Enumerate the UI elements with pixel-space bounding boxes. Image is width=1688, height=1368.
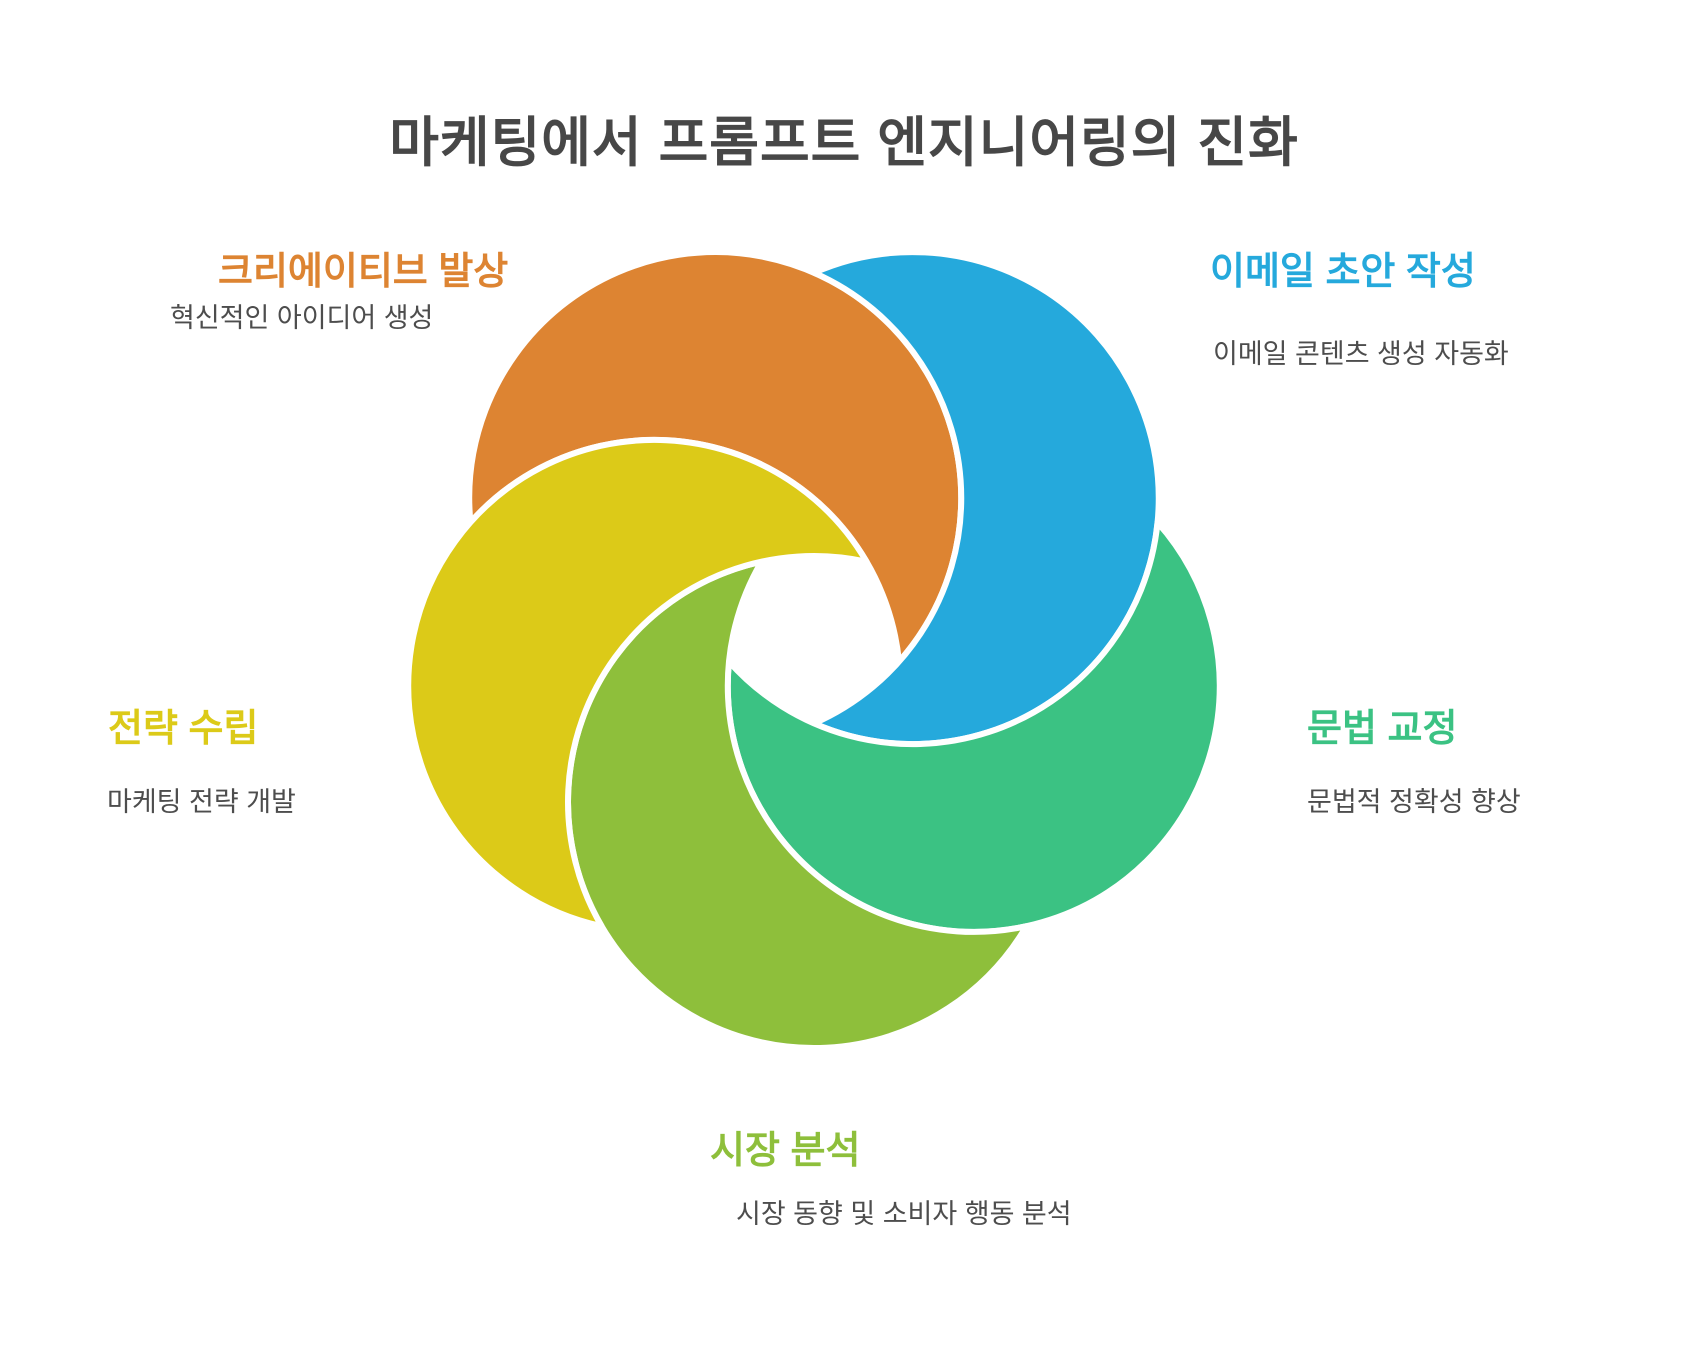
- label-strategy-description: 마케팅 전략 개발: [107, 786, 296, 817]
- label-strategy-title: 전략 수립: [108, 708, 259, 750]
- petal-strategy: [405, 436, 870, 930]
- label-group-creative: 크리에이티브 발상 혁신적인 아이디어 생성: [170, 251, 508, 334]
- label-creative-description: 혁신적인 아이디어 생성: [170, 302, 434, 333]
- label-group-grammar: 문법 교정 문법적 정확성 향상: [1307, 708, 1521, 818]
- label-market-title: 시장 분석: [710, 1130, 861, 1172]
- label-email-description: 이메일 콘텐츠 생성 자동화: [1213, 338, 1509, 369]
- label-group-strategy: 전략 수립 마케팅 전략 개발: [107, 708, 296, 818]
- label-email-title: 이메일 초안 작성: [1210, 251, 1476, 293]
- label-group-email: 이메일 초안 작성 이메일 콘텐츠 생성 자동화: [1210, 251, 1509, 370]
- label-group-market: 시장 분석 시장 동향 및 소비자 행동 분석: [710, 1130, 1072, 1230]
- label-grammar-title: 문법 교정: [1307, 708, 1458, 750]
- label-grammar-description: 문법적 정확성 향상: [1307, 786, 1521, 817]
- page-title: 마케팅에서 프롬프트 엔지니어링의 진화: [389, 113, 1299, 173]
- label-creative-title: 크리에이티브 발상: [218, 251, 509, 293]
- label-market-description: 시장 동향 및 소비자 행동 분석: [736, 1198, 1072, 1229]
